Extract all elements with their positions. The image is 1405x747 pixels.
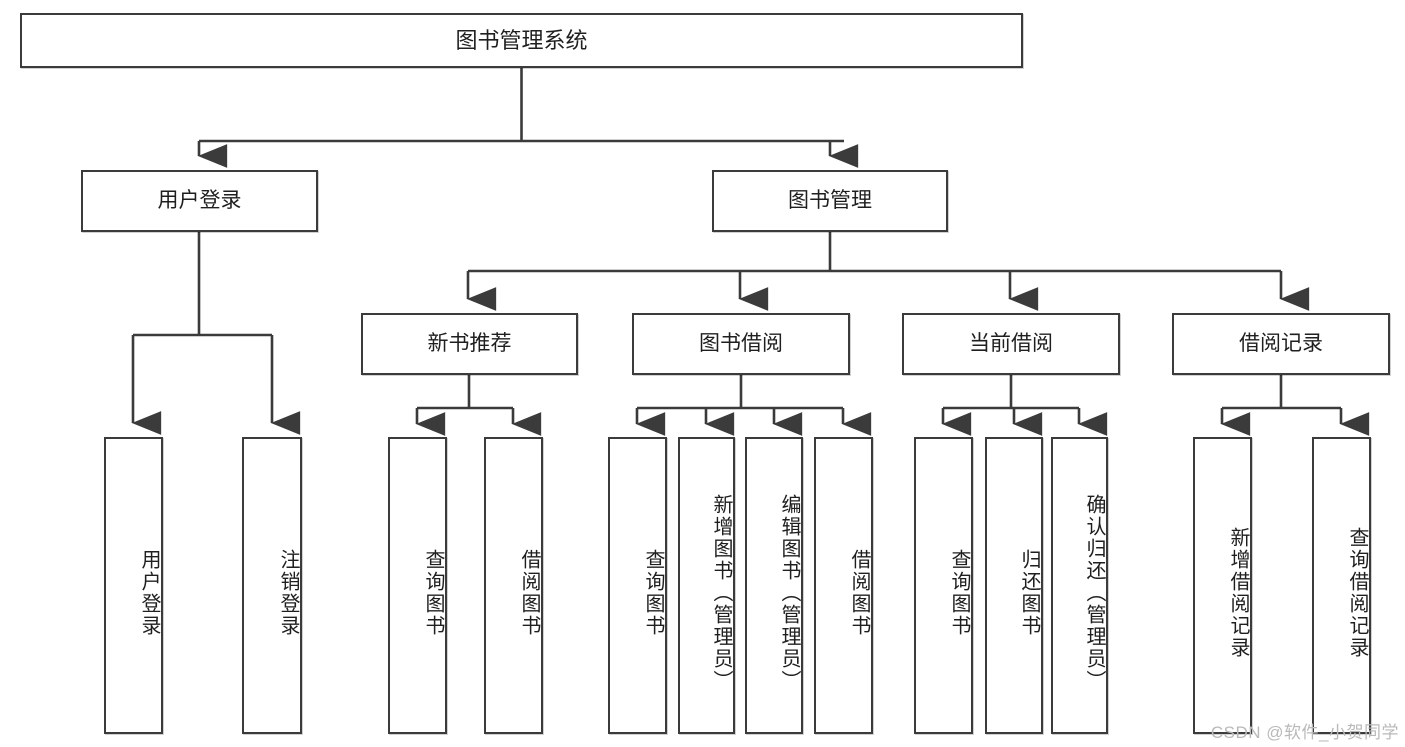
node-leaf-query-borrow-record[interactable]: 查询借阅记录 [1312, 437, 1371, 734]
node-leaf-confirm-return-admin[interactable]: 确认归还（管理员） [1051, 437, 1108, 734]
node-leaf-query-borrow-record-label: 查询借阅记录 [1346, 526, 1368, 659]
node-book-management[interactable]: 图书管理 [712, 170, 948, 232]
node-current-borrow[interactable]: 当前借阅 [902, 313, 1120, 375]
node-leaf-logout[interactable]: 注销登录 [242, 437, 302, 734]
node-leaf-add-borrow-record-label: 新增借阅记录 [1227, 526, 1249, 659]
node-leaf-return-book-label: 归还图书 [1018, 548, 1040, 637]
node-leaf-add-book-admin-label: 新增图书（管理员） [710, 493, 732, 692]
node-leaf-edit-book-admin[interactable]: 编辑图书（管理员） [745, 437, 803, 734]
node-current-borrow-label: 当前借阅 [969, 331, 1053, 355]
node-book-borrow[interactable]: 图书借阅 [632, 313, 850, 375]
node-book-management-label: 图书管理 [788, 188, 872, 212]
node-leaf-query-book-recommend[interactable]: 查询图书 [388, 437, 447, 734]
node-leaf-borrow-book-recommend-label: 借阅图书 [518, 548, 540, 637]
node-leaf-query-book-borrow-label: 查询图书 [642, 548, 664, 637]
node-borrow-record[interactable]: 借阅记录 [1172, 313, 1390, 375]
node-leaf-user-login[interactable]: 用户登录 [104, 437, 163, 734]
node-root-label: 图书管理系统 [455, 27, 588, 53]
node-root[interactable]: 图书管理系统 [20, 13, 1023, 68]
node-leaf-query-book-current[interactable]: 查询图书 [914, 437, 973, 734]
node-leaf-return-book[interactable]: 归还图书 [985, 437, 1043, 734]
node-borrow-record-label: 借阅记录 [1239, 331, 1323, 355]
node-leaf-borrow-book[interactable]: 借阅图书 [814, 437, 873, 734]
node-leaf-query-book-borrow[interactable]: 查询图书 [608, 437, 667, 734]
node-leaf-confirm-return-admin-label: 确认归还（管理员） [1083, 493, 1105, 692]
node-new-book-recommend-label: 新书推荐 [427, 331, 512, 355]
node-leaf-query-book-current-label: 查询图书 [948, 548, 970, 637]
node-user-login[interactable]: 用户登录 [81, 170, 318, 232]
node-book-borrow-label: 图书借阅 [699, 331, 783, 355]
node-leaf-query-book-recommend-label: 查询图书 [422, 548, 444, 637]
node-leaf-add-borrow-record[interactable]: 新增借阅记录 [1193, 437, 1252, 734]
node-leaf-edit-book-admin-label: 编辑图书（管理员） [778, 493, 800, 692]
node-new-book-recommend[interactable]: 新书推荐 [361, 313, 578, 375]
node-leaf-logout-label: 注销登录 [277, 548, 299, 637]
node-leaf-add-book-admin[interactable]: 新增图书（管理员） [678, 437, 735, 734]
node-leaf-user-login-label: 用户登录 [138, 548, 160, 637]
node-leaf-borrow-book-label: 借阅图书 [848, 548, 870, 637]
node-user-login-label: 用户登录 [157, 188, 242, 212]
node-leaf-borrow-book-recommend[interactable]: 借阅图书 [484, 437, 543, 734]
